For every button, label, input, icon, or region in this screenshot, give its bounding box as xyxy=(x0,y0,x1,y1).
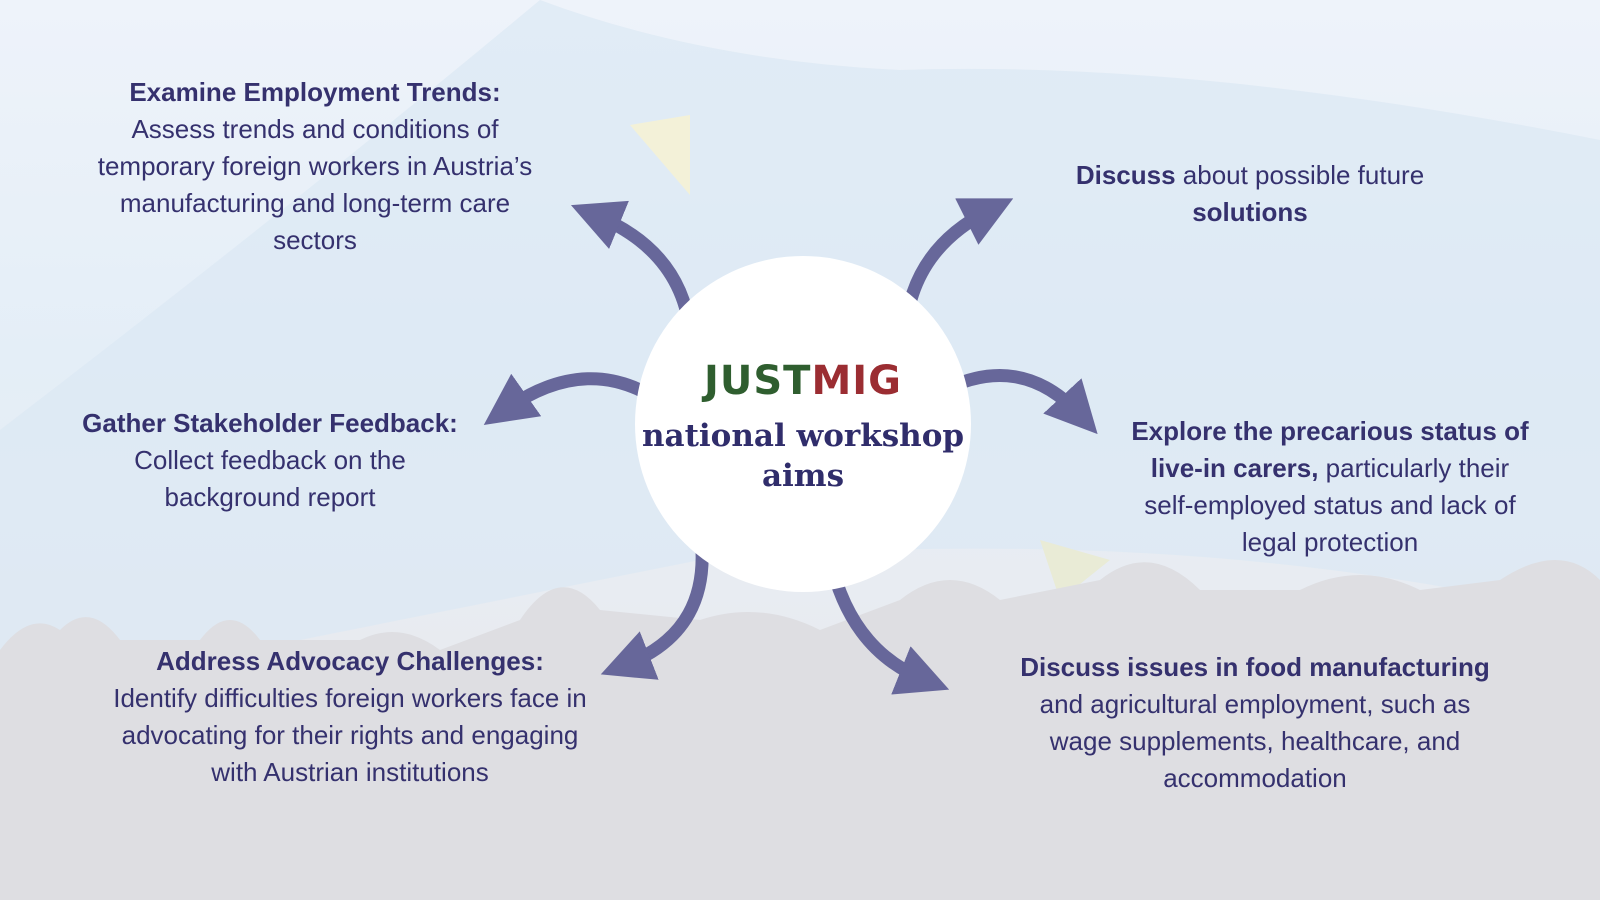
aim-title: Discuss issues in food manufacturing xyxy=(1020,652,1490,682)
logo-mig: MIG xyxy=(811,358,902,404)
center-title-line1: national workshop xyxy=(641,418,965,454)
aim-title: Address Advocacy Challenges: xyxy=(156,646,544,676)
crowd-silhouette xyxy=(0,560,1600,900)
aim-body: Assess trends and conditions of temporar… xyxy=(97,114,533,255)
aim-body: particularly their self-employed status … xyxy=(1144,453,1516,557)
aim-employment: Examine Employment Trends: Assess trends… xyxy=(90,74,540,259)
aim-bold: solutions xyxy=(1192,197,1308,227)
arrow-bottom-left xyxy=(600,523,709,680)
aim-body: about possible future xyxy=(1175,160,1425,190)
aim-body: and agricultural employment, such as wag… xyxy=(1039,689,1471,793)
center-title-line2: aims xyxy=(761,458,845,494)
aim-feedback: Gather Stakeholder Feedback: Collect fee… xyxy=(60,405,480,516)
aim-food: Discuss issues in food manufacturing and… xyxy=(1005,649,1505,797)
aim-carers: Explore the precarious status of live-in… xyxy=(1125,413,1535,561)
center-title: national workshop aims xyxy=(635,416,971,496)
aim-solutions: Discuss about possible future solutions xyxy=(1040,157,1460,231)
logo-just: JUST xyxy=(704,358,812,404)
aim-bold: Discuss xyxy=(1075,160,1176,190)
center-circle xyxy=(635,256,971,592)
star-shape xyxy=(630,115,690,195)
aim-body: Identify difficulties foreign workers fa… xyxy=(113,683,587,787)
aim-advocacy: Address Advocacy Challenges: Identify di… xyxy=(105,643,595,791)
star-shape xyxy=(1040,540,1110,600)
aim-title: Gather Stakeholder Feedback: xyxy=(82,408,458,438)
justmig-logo: JUSTMIG xyxy=(635,358,971,404)
aim-bold: Explore the precarious status of live-in… xyxy=(1131,416,1529,483)
aim-title: Examine Employment Trends: xyxy=(129,77,501,107)
aim-body: Collect feedback on the background repor… xyxy=(134,445,406,512)
